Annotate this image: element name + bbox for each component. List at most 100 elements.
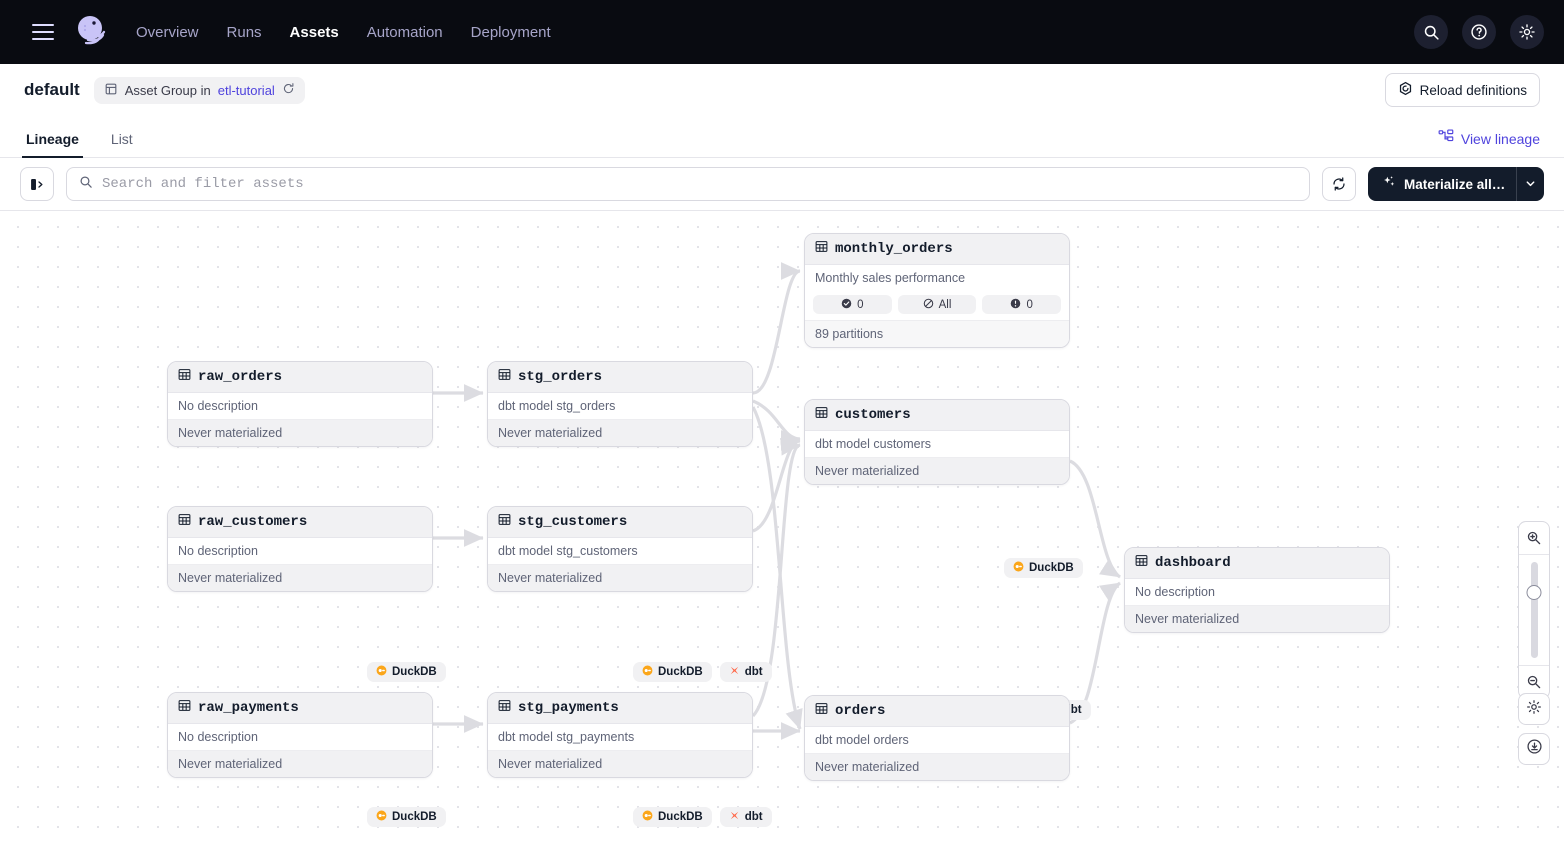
refresh-icon[interactable] — [282, 82, 295, 98]
asset-node-status: Never materialized — [488, 419, 752, 446]
tag-duckdb[interactable]: DuckDB — [367, 807, 446, 827]
nav-link-assets[interactable]: Assets — [289, 23, 339, 41]
partition-pill-missing[interactable]: All — [897, 295, 977, 314]
zoom-slider[interactable] — [1519, 554, 1549, 666]
table-icon — [815, 240, 828, 258]
zoom-control-panel — [1518, 521, 1550, 699]
tag-label: DuckDB — [392, 666, 437, 678]
asset-node-raw-payments[interactable]: raw_payments No description Never materi… — [167, 692, 433, 778]
view-lineage-link[interactable]: View lineage — [1438, 129, 1540, 148]
asset-node-header: raw_customers — [168, 507, 432, 538]
gear-icon[interactable] — [1510, 15, 1544, 49]
tag-label: dbt — [744, 811, 763, 823]
partition-pill-failed[interactable]: 0 — [982, 295, 1062, 314]
help-icon[interactable] — [1462, 15, 1496, 49]
asset-node-name: stg_orders — [518, 369, 603, 385]
exclamation-circle-icon — [1010, 298, 1021, 312]
tag-label: DuckDB — [392, 811, 437, 823]
download-circle-icon — [1526, 738, 1543, 760]
asset-group-breadcrumb[interactable]: Asset Group in etl-tutorial — [93, 76, 305, 104]
view-lineage-label: View lineage — [1460, 130, 1540, 147]
lineage-icon — [1438, 129, 1454, 148]
asset-node-stg-payments[interactable]: stg_payments dbt model stg_payments Neve… — [487, 692, 753, 778]
asset-node-description: dbt model stg_customers — [488, 538, 752, 564]
duckdb-icon — [642, 810, 653, 824]
nav-link-deployment[interactable]: Deployment — [470, 23, 551, 41]
asset-node-stg-orders[interactable]: stg_orders dbt model stg_orders Never ma… — [487, 361, 753, 447]
asset-node-name: raw_customers — [198, 514, 308, 530]
asset-node-header: stg_payments — [488, 693, 752, 724]
asset-node-header: monthly_orders — [805, 234, 1069, 265]
asset-node-orders[interactable]: orders dbt model orders Never materializ… — [804, 695, 1070, 781]
asset-node-description: No description — [168, 393, 432, 419]
tag-dbt[interactable]: dbt — [719, 662, 772, 682]
asset-node-raw-orders[interactable]: raw_orders No description Never material… — [167, 361, 433, 447]
dagster-logo-icon[interactable] — [72, 12, 112, 52]
view-tabs: Lineage List View lineage — [0, 116, 1564, 158]
page-header: default Asset Group in etl-tutorial Relo… — [0, 64, 1564, 116]
tag-label: dbt — [744, 666, 763, 678]
tag-duckdb[interactable]: DuckDB — [633, 662, 712, 682]
nav-link-automation[interactable]: Automation — [366, 23, 443, 41]
asset-node-description: dbt model customers — [805, 431, 1069, 457]
tab-list[interactable]: List — [110, 131, 133, 147]
asset-tags-stg-orders: DuckDB dbt — [633, 662, 772, 682]
nav-link-overview[interactable]: Overview — [136, 23, 199, 41]
materialize-all-button[interactable]: Materialize all… — [1368, 167, 1516, 201]
asset-node-header: dashboard — [1125, 548, 1389, 579]
asset-node-monthly-orders[interactable]: monthly_orders Monthly sales performance… — [804, 233, 1070, 348]
zoom-slider-track — [1530, 562, 1538, 658]
chevron-down-icon — [1525, 177, 1536, 192]
zoom-in-icon[interactable] — [1519, 522, 1549, 554]
partition-pill-label: 0 — [857, 298, 864, 311]
asset-node-dashboard[interactable]: dashboard No description Never materiali… — [1124, 547, 1390, 633]
search-input[interactable] — [102, 176, 1297, 192]
asset-node-description: No description — [168, 538, 432, 564]
zoom-out-icon[interactable] — [1519, 666, 1549, 698]
partition-pill-materialized[interactable]: 0 — [813, 295, 892, 314]
refresh-graph-button[interactable] — [1322, 167, 1356, 201]
hamburger-menu-icon[interactable] — [32, 24, 54, 40]
partition-status-pills: 0 All 0 — [805, 291, 1069, 320]
duckdb-icon — [642, 665, 653, 679]
asset-node-name: monthly_orders — [835, 241, 953, 257]
table-icon — [178, 513, 191, 531]
tag-dbt[interactable]: dbt — [719, 807, 772, 827]
zoom-slider-knob[interactable] — [1526, 585, 1542, 600]
asset-node-status: Never materialized — [168, 750, 432, 777]
tab-lineage[interactable]: Lineage — [22, 131, 83, 158]
asset-node-stg-customers[interactable]: stg_customers dbt model stg_customers Ne… — [487, 506, 753, 592]
nav-actions — [1414, 15, 1544, 49]
breadcrumb-prefix: Asset Group in — [124, 82, 211, 98]
partition-pill-label: 0 — [1026, 298, 1033, 311]
tag-duckdb[interactable]: DuckDB — [633, 807, 712, 827]
asset-node-raw-customers[interactable]: raw_customers No description Never mater… — [167, 506, 433, 592]
asset-tags-raw-orders: DuckDB — [367, 662, 446, 682]
asset-node-status: Never materialized — [1125, 605, 1389, 632]
asset-node-name: raw_orders — [198, 369, 283, 385]
graph-settings-button[interactable] — [1518, 693, 1550, 725]
main-nav-links: Overview Runs Assets Automation Deployme… — [136, 24, 551, 41]
reload-definitions-button[interactable]: Reload definitions — [1384, 73, 1540, 107]
tag-duckdb[interactable]: DuckDB — [367, 662, 446, 682]
table-icon — [498, 513, 511, 531]
dbt-icon — [729, 665, 740, 679]
lineage-graph-canvas[interactable]: monthly_orders Monthly sales performance… — [0, 211, 1564, 840]
search-input-wrapper[interactable] — [66, 167, 1310, 201]
asset-node-name: stg_payments — [518, 700, 619, 716]
fit-to-screen-button[interactable] — [1518, 733, 1550, 765]
materialize-dropdown-caret[interactable] — [1516, 167, 1544, 201]
dbt-icon — [729, 810, 740, 824]
asset-group-icon — [104, 82, 118, 99]
table-icon — [815, 406, 828, 424]
panel-toggle-icon[interactable] — [20, 167, 54, 201]
search-icon[interactable] — [1414, 15, 1448, 49]
nav-link-runs[interactable]: Runs — [226, 23, 262, 41]
asset-node-description: No description — [168, 724, 432, 750]
breadcrumb-link-etl-tutorial[interactable]: etl-tutorial — [217, 82, 275, 98]
asset-node-customers[interactable]: customers dbt model customers Never mate… — [804, 399, 1070, 485]
slash-circle-icon — [923, 298, 934, 312]
duckdb-icon — [376, 810, 387, 824]
tag-duckdb[interactable]: DuckDB — [1004, 558, 1083, 578]
asset-node-name: orders — [835, 703, 886, 719]
